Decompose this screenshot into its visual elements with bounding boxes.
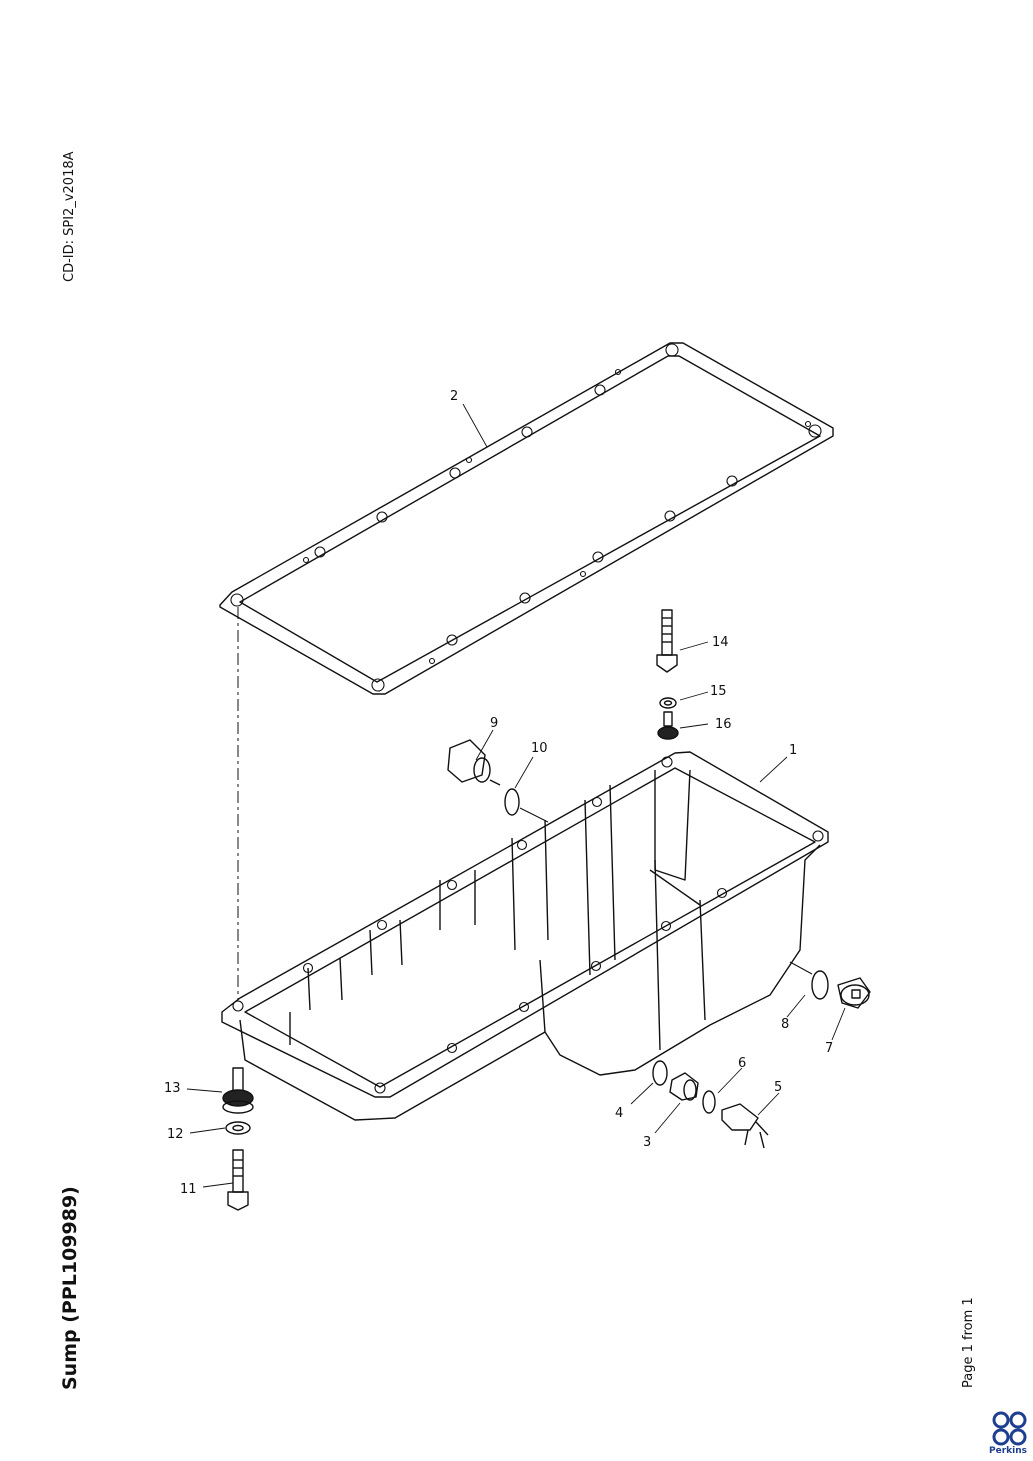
seal-ring-6 — [702, 1090, 716, 1114]
brand-name: Perkins — [989, 1446, 1027, 1456]
washer-part — [659, 697, 677, 709]
callout-6: 6 — [738, 1056, 746, 1071]
callout-3: 3 — [643, 1135, 651, 1150]
callout-1: 1 — [789, 743, 797, 758]
callout-15: 15 — [710, 684, 727, 699]
callout-13: 13 — [164, 1081, 181, 1096]
seal-ring-10 — [504, 788, 520, 816]
plug-part-9 — [447, 739, 501, 786]
callout-8: 8 — [781, 1017, 789, 1032]
callout-2: 2 — [450, 389, 458, 404]
callout-16: 16 — [715, 717, 732, 732]
drain-valve-part-5 — [721, 1103, 769, 1149]
callout-11: 11 — [180, 1182, 197, 1197]
plug-part-7 — [837, 977, 871, 1009]
callout-4: 4 — [615, 1106, 623, 1121]
stud-part — [656, 609, 678, 673]
callout-14: 14 — [712, 635, 729, 650]
callout-12: 12 — [167, 1127, 184, 1142]
seal-ring-8 — [811, 970, 829, 1000]
bolt-part-11 — [227, 1149, 249, 1211]
gasket-part — [219, 342, 834, 695]
callout-10: 10 — [531, 741, 548, 756]
spacer-part-13 — [222, 1067, 254, 1114]
callout-9: 9 — [490, 716, 498, 731]
sump-body-part — [221, 751, 829, 1121]
callout-7: 7 — [825, 1041, 833, 1056]
seal-part — [657, 711, 679, 740]
callout-5: 5 — [774, 1080, 782, 1095]
seal-ring-4 — [652, 1060, 668, 1086]
adapter-part-3 — [669, 1072, 699, 1101]
washer-part-12 — [225, 1121, 251, 1135]
perkins-logo-icon — [992, 1411, 1027, 1446]
